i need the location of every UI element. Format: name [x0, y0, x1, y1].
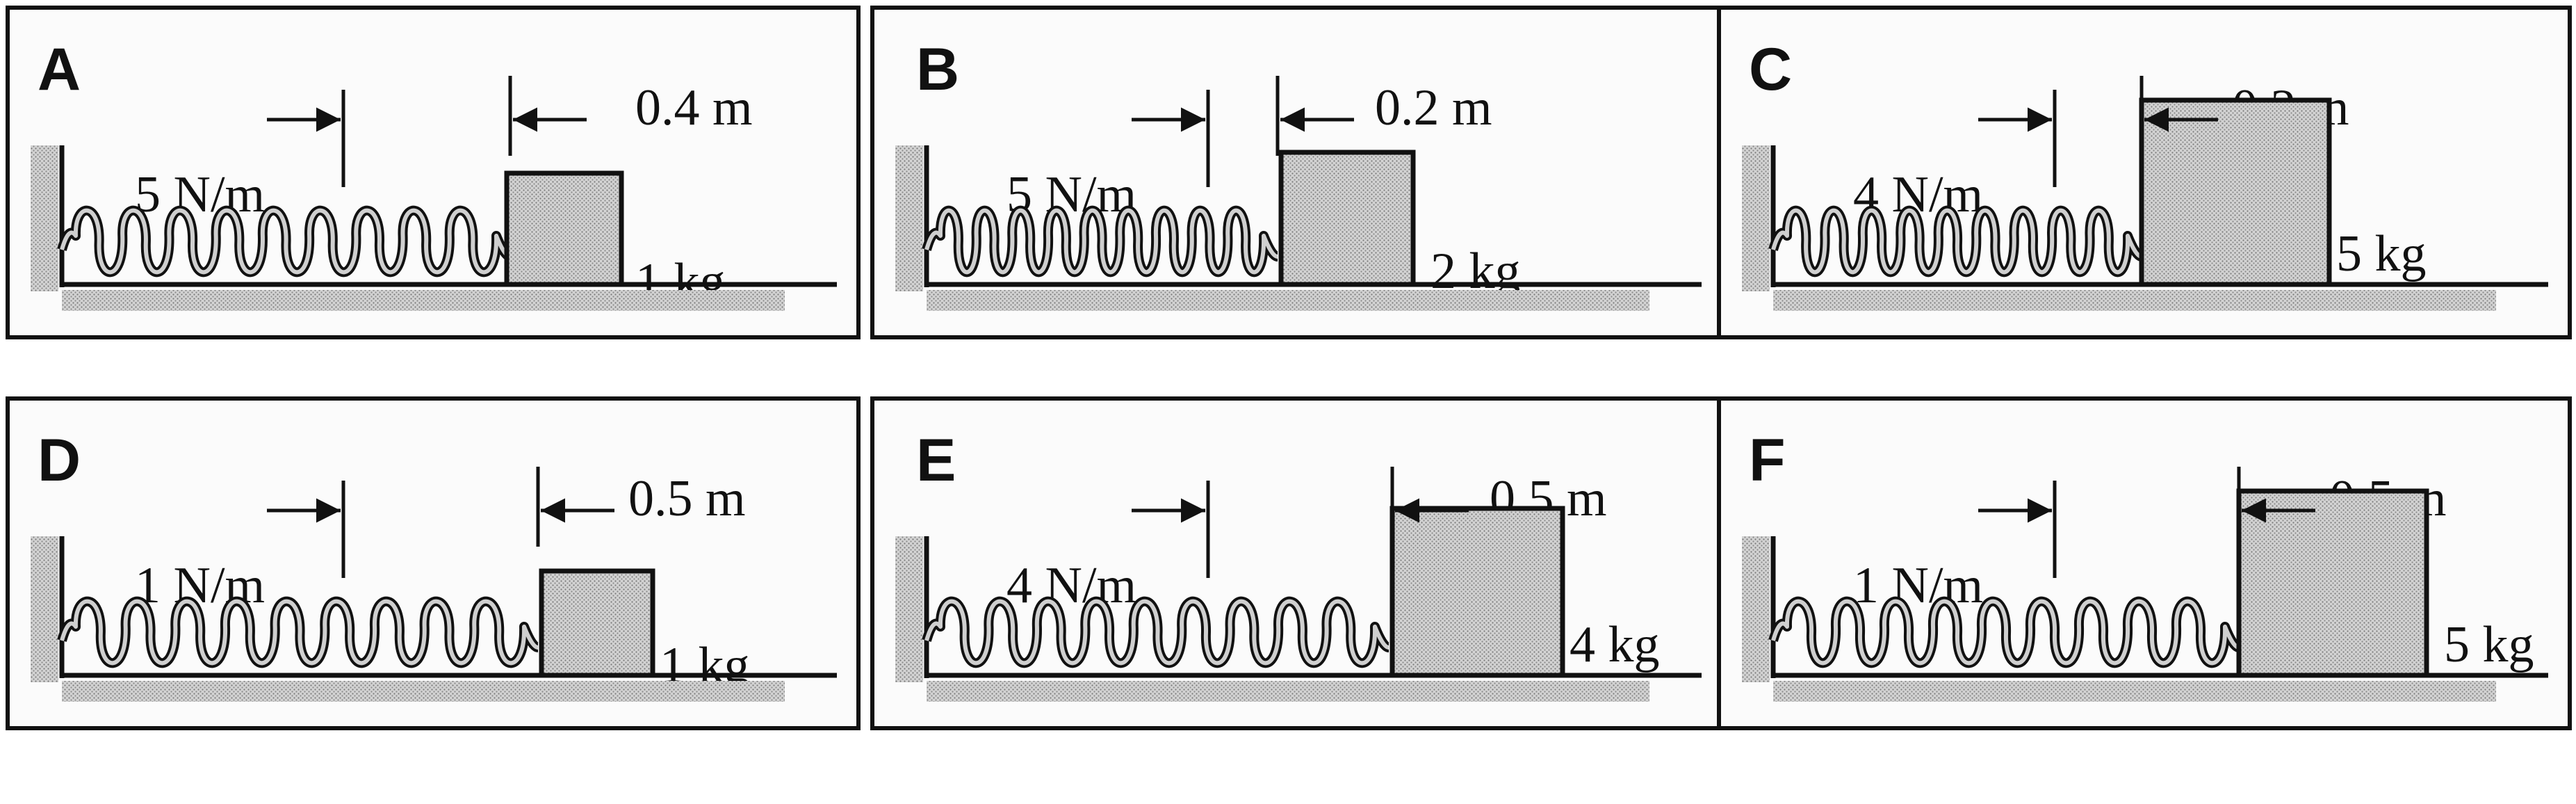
mass-block	[1278, 150, 1416, 287]
spring-fill	[60, 208, 511, 275]
panel-label: F	[1749, 427, 1786, 494]
spring-mass-figure	[1742, 467, 2548, 702]
mass-block	[2236, 488, 2429, 678]
panel-b: B 5 N/m 0.2 m 2 kg	[870, 6, 1725, 339]
wall-shading	[1742, 536, 1770, 682]
mass-label: 5 kg	[2336, 225, 2427, 282]
spring-mass-figure	[1742, 76, 2548, 311]
displacement-label: 0.2 m	[1375, 79, 1492, 136]
mass-label: 5 kg	[2444, 616, 2534, 673]
spring-mass-figure	[895, 76, 1702, 311]
panel-d: D 1 N/m 0.5 m 1 kg	[6, 396, 861, 730]
panel-label: B	[916, 36, 959, 103]
spring-fill	[924, 208, 1278, 275]
spring-fill	[1771, 208, 2142, 275]
spring-constant-label: 1 N/m	[1853, 557, 1983, 614]
wall-shading	[1742, 145, 1770, 291]
ground-shading	[62, 290, 785, 311]
spring-mass-figure	[31, 76, 837, 311]
wall-shading	[31, 536, 58, 682]
panel-f-drawing: F 1 N/m 0.5 m 5 kg	[1742, 427, 2548, 702]
panel-e: E 4 N/m 0.5 m 4 kg	[870, 396, 1725, 730]
mass-block	[1389, 506, 1565, 678]
ground-shading	[62, 681, 785, 702]
wall-shading	[895, 145, 923, 291]
spring-constant-label: 5 N/m	[135, 166, 265, 223]
panel-c: C 4 N/m 0.2 m 5 kg	[1717, 6, 2572, 339]
spring-fill	[924, 599, 1389, 666]
wall-shading	[31, 145, 58, 291]
panel-label: C	[1749, 36, 1792, 103]
mass-block	[539, 568, 655, 678]
panel-a: A 5 N/m 0.4 m 1 kg	[6, 6, 861, 339]
panel-label: A	[38, 36, 81, 103]
panel-a-drawing: A 5 N/m 0.4 m 1 kg	[31, 36, 837, 311]
panel-b-drawing: B 5 N/m 0.2 m 2 kg	[895, 36, 1702, 311]
spring-mass-figure	[895, 467, 1702, 702]
panel-c-drawing: C 4 N/m 0.2 m 5 kg	[1742, 36, 2548, 311]
ground-shading	[927, 681, 1649, 702]
ground-shading	[927, 290, 1649, 311]
mass-label: 4 kg	[1570, 616, 1660, 673]
ground-shading	[1773, 290, 2496, 311]
panel-label: D	[38, 427, 81, 494]
spring-fill	[60, 599, 539, 666]
panel-label: E	[916, 427, 956, 494]
displacement-label: 0.4 m	[635, 79, 753, 136]
panel-f: F 1 N/m 0.5 m 5 kg	[1717, 396, 2572, 730]
panel-e-drawing: E 4 N/m 0.5 m 4 kg	[895, 427, 1702, 702]
spring-fill	[1771, 599, 2240, 666]
spring-constant-label: 4 N/m	[1006, 557, 1136, 614]
mass-block	[2139, 97, 2332, 287]
displacement-label: 0.5 m	[628, 470, 746, 527]
panel-d-drawing: D 1 N/m 0.5 m 1 kg	[31, 427, 837, 702]
ground-shading	[1773, 681, 2496, 702]
wall-shading	[895, 536, 923, 682]
mass-block	[504, 170, 624, 287]
spring-mass-figure	[31, 467, 837, 702]
